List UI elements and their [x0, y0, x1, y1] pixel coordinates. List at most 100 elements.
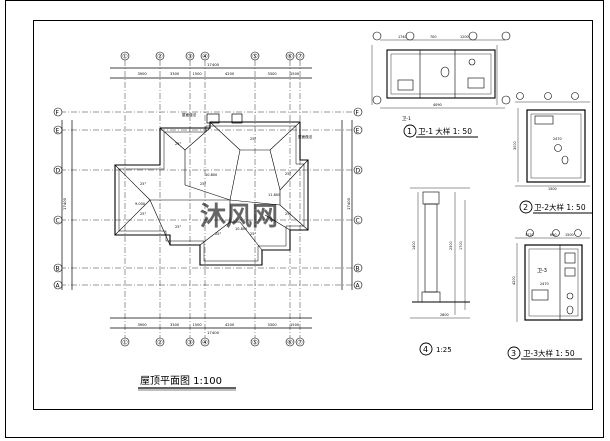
roof-note: 屋面做法: [298, 134, 313, 139]
axis-bubble-bottom: [120, 337, 130, 347]
sheet-border: [5, 0, 604, 438]
detail-1-title: 卫-1 大样 1: 50: [418, 126, 472, 136]
dimension-bottom: 3300: [170, 323, 180, 327]
roof-elevation-label: 10.800: [205, 173, 217, 177]
axis-bubble-bottom: [285, 337, 295, 347]
detail-3-number: 3: [511, 349, 516, 358]
main-plan-title: 屋顶平面图 1:100: [140, 375, 222, 387]
dimension-top: 4200: [225, 72, 235, 76]
axis-label-left: F: [56, 110, 60, 117]
axis-bubble-top: [120, 51, 130, 61]
watermark: 沐风网: [200, 202, 278, 232]
dimension-bottom: 4200: [225, 323, 235, 327]
axis-label-bottom: ⑤: [252, 339, 258, 347]
axis-bubble-top: [155, 51, 165, 61]
detail-2-plan: [515, 92, 590, 187]
detail-2-dimension: 1500: [548, 187, 557, 191]
detail-3-dimension: 1500: [565, 233, 574, 237]
axis-bubble-bottom: [295, 337, 305, 347]
roof-slope-label: 25°: [140, 212, 146, 216]
detail-1-dimension: 4090: [433, 103, 442, 107]
axis-label-left: D: [56, 168, 61, 175]
detail-1-number-circle: [403, 124, 417, 138]
roof-slope-label: 25°: [250, 232, 256, 236]
dimension-top: 1500: [290, 72, 300, 76]
dimension-labels: 3900 3300 1500 4200 3300 1500 3900 3300 1500 4200…: [62, 62, 351, 335]
detail-1-dimension: 1200: [460, 35, 469, 39]
roof-slope-label: 25°: [175, 142, 181, 146]
dimension-top: 3900: [138, 72, 148, 76]
roof-slope-label: 25°: [250, 137, 256, 141]
axis-bubble-right: [353, 125, 363, 135]
axis-bubble-left: [53, 107, 63, 117]
axis-label-right: D: [356, 168, 361, 175]
roof-slope-label: 25°: [175, 225, 181, 229]
detail-4-section: [410, 187, 470, 319]
roof-annotations: 25°25°25°25°25°25°25°25°25°25°9.00010.80…: [135, 35, 574, 317]
dimension-bottom-total: 17400: [207, 330, 220, 335]
detail-4-dimension: 1400: [412, 241, 416, 250]
axis-bubble-left: [53, 280, 63, 290]
axis-bubble-top: [285, 51, 295, 61]
axis-bubble-right: [353, 263, 363, 273]
axis-label-right: C: [356, 218, 360, 225]
axis-label-right: A: [356, 283, 361, 290]
axis-label-top: ⑥: [287, 53, 293, 61]
detail-1-dimension: 700: [430, 35, 436, 39]
dimension-top: 3300: [268, 72, 278, 76]
dimension-bottom: 3900: [138, 323, 148, 327]
axis-label-left: C: [56, 218, 60, 225]
detail-4-number-circle: [419, 342, 433, 356]
detail-2-number: 2: [523, 203, 528, 212]
axis-label-right: B: [356, 266, 360, 273]
axis-bubble-bottom: [200, 337, 210, 347]
detail-2-dimension: 2470: [553, 137, 562, 141]
axis-label-left: B: [56, 266, 60, 273]
dimension-bottom: 1500: [193, 323, 203, 327]
roof-slope-label: 25°: [140, 182, 146, 186]
drawing-frame: [33, 20, 593, 410]
detail-3-plan: [515, 229, 590, 322]
axis-bubble-right: [353, 107, 363, 117]
axis-label-bottom: ③: [187, 339, 193, 347]
axis-label-top: ④: [202, 53, 208, 61]
axis-label-top: ①: [122, 53, 128, 61]
axis-label-top: ⑦: [297, 53, 303, 61]
axis-bubble-right: [353, 280, 363, 290]
detail-3-number-circle: [507, 346, 521, 360]
axis-label-bottom: ②: [157, 339, 163, 347]
roof-slope-label: 25°: [285, 212, 291, 216]
roof-elevation-label: 10.800: [235, 227, 247, 231]
axis-label-top: ③: [187, 53, 193, 61]
axis-bubble-right: [353, 165, 363, 175]
axis-bubble-bottom: [185, 337, 195, 347]
detail-1-note: 卫-1: [402, 116, 411, 122]
roof-elevation-label: 9.000: [135, 202, 145, 206]
roof-slope-label: 25°: [215, 232, 221, 236]
detail-1-number: 1: [407, 127, 412, 136]
detail-4-dimension: 2800: [440, 313, 449, 317]
detail-3-room-label: 卫-3: [537, 268, 547, 274]
detail-4-number: 4: [423, 345, 428, 354]
detail-3-dimension: 2470: [540, 282, 549, 286]
detail-4-dimension: 1700: [459, 241, 463, 250]
axis-bubble-top: [200, 51, 210, 61]
dimension-bottom: 3300: [268, 323, 278, 327]
axis-bubble-left: [53, 165, 63, 175]
detail-4-dimension: 2300: [449, 241, 453, 250]
dimension-right-total: 17400: [346, 197, 351, 210]
detail-2-title: 卫-2大样 1: 50: [534, 202, 586, 212]
axis-label-right: E: [356, 128, 360, 135]
roof-note: 屋面做法: [182, 112, 197, 117]
roof-elevation-label: 11.800: [268, 193, 280, 197]
axis-bubble-bottom: [155, 337, 165, 347]
axis-label-bottom: ①: [122, 339, 128, 347]
dimension-left-total: 17400: [62, 197, 67, 210]
axis-bubble-left: [53, 263, 63, 273]
axis-label-right: F: [356, 110, 360, 117]
dimension-bottom: 1500: [290, 323, 300, 327]
axis-label-top: ⑤: [252, 53, 258, 61]
axis-bubble-top: [295, 51, 305, 61]
